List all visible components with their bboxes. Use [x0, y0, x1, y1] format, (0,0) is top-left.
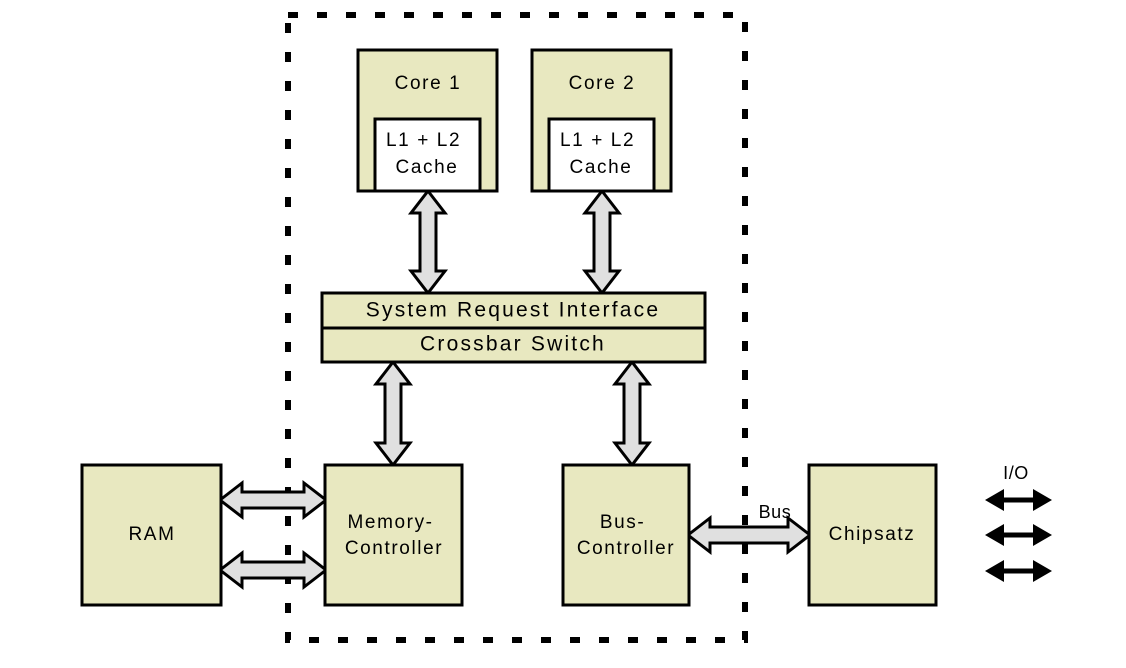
- label-io: I/O: [1003, 463, 1029, 483]
- block-arrow-core1-to-sri: [407, 188, 449, 296]
- box-chipsatz: [807, 463, 938, 607]
- label-system-request-interface: System Request Interface: [366, 299, 660, 322]
- cpu-die-boundary: [285, 12, 748, 643]
- bar-system-request-interface: [320, 291, 707, 330]
- label-core1-cache-line2: Cache: [396, 157, 459, 178]
- label-crossbar-switch: Crossbar Switch: [420, 333, 606, 356]
- io-arrow-1: [985, 489, 1052, 511]
- box-core1-cache: [373, 117, 482, 193]
- block-arrow-bus-controller-to-chipsatz: [685, 514, 813, 556]
- io-arrow-2: [985, 524, 1052, 546]
- label-core2-cache-line2: Cache: [570, 157, 633, 178]
- label-core2: Core 2: [569, 73, 636, 94]
- label-ram: RAM: [128, 524, 175, 545]
- bar-crossbar-switch: [320, 326, 707, 364]
- interconnect-bar-group: [320, 291, 707, 364]
- label-bus-controller-line1: Bus-: [600, 512, 645, 533]
- block-arrow-group: [217, 188, 813, 591]
- io-arrow-1-head-right: [1033, 489, 1052, 511]
- io-arrow-2-head-left: [985, 524, 1004, 546]
- label-bus: Bus: [759, 502, 792, 522]
- block-arrow-ram-to-memory-controller-lower: [217, 549, 329, 591]
- cache-box-group: [373, 117, 656, 193]
- io-arrow-3-head-left: [985, 560, 1004, 582]
- label-memory-controller-line2: Controller: [345, 538, 443, 559]
- io-arrow-group: [985, 489, 1052, 582]
- box-bus-controller: [561, 463, 691, 607]
- io-arrow-1-head-left: [985, 489, 1004, 511]
- label-bus-controller-line2: Controller: [577, 538, 675, 559]
- block-arrow-crossbar-to-bus-controller: [611, 359, 653, 468]
- block-arrow-ram-to-memory-controller-upper: [217, 479, 329, 521]
- label-core1: Core 1: [395, 73, 462, 94]
- label-memory-controller: Memory- Controller: [345, 512, 443, 559]
- block-arrow-core2-to-sri: [581, 188, 623, 296]
- label-core2-cache-line1: L1 + L2: [560, 130, 635, 151]
- box-memory-controller: [323, 463, 464, 607]
- io-arrow-3-head-right: [1033, 560, 1052, 582]
- label-bus-controller: Bus- Controller: [577, 512, 675, 559]
- io-arrow-2-head-right: [1033, 524, 1052, 546]
- block-arrow-crossbar-to-memory-controller: [372, 359, 414, 468]
- label-core1-cache-line1: L1 + L2: [386, 130, 461, 151]
- label-core2-cache: L1 + L2 Cache: [560, 130, 642, 178]
- label-chipsatz: Chipsatz: [829, 524, 916, 545]
- label-core1-cache: L1 + L2 Cache: [386, 130, 468, 178]
- box-ram: [80, 463, 223, 607]
- label-memory-controller-line1: Memory-: [347, 512, 433, 533]
- box-core2-cache: [547, 117, 656, 193]
- io-arrow-3: [985, 560, 1052, 582]
